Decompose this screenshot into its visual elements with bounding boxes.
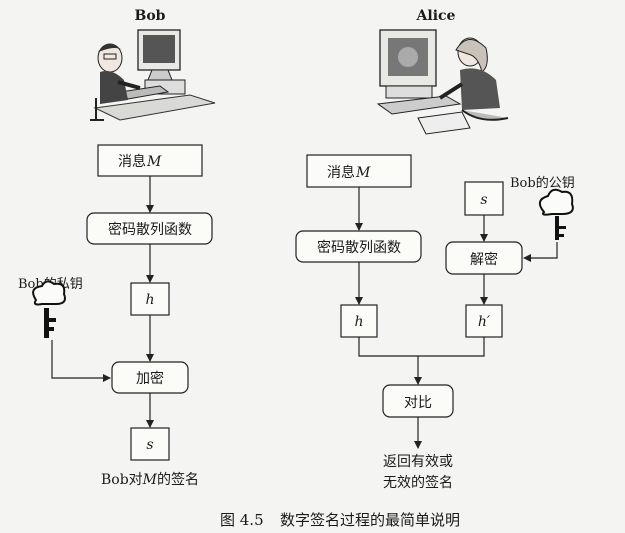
- figure-number: 图 4.5: [220, 511, 264, 529]
- bob-message-var: M: [146, 154, 162, 170]
- arrow-h-to-compare: [358, 337, 422, 385]
- bob-signature-box: [130, 427, 170, 461]
- alice-title: Alice: [416, 8, 456, 24]
- alice-compare-label: 对比: [404, 395, 432, 411]
- arrow-private-key-to-encrypt: [51, 340, 111, 382]
- alice-public-key-label: Bob的公钥: [510, 175, 575, 191]
- figure-caption: 数字签名过程的最简单说明: [280, 511, 460, 529]
- alice-signature-label: s: [480, 192, 487, 208]
- alice-message-box: [306, 154, 412, 188]
- bob-encrypt-label: 加密: [136, 370, 164, 387]
- line-hprime-to-compare: [418, 337, 485, 357]
- bob-computer-illustration: [90, 29, 216, 121]
- alice-message-label: 消息: [327, 164, 355, 181]
- bob-hash-value-label: h: [145, 292, 154, 308]
- alice-hash-value-label: h: [354, 314, 363, 330]
- alice-result-line1: 返回有效或: [383, 454, 453, 470]
- arrow-public-key-to-decrypt: [523, 242, 558, 262]
- alice-decrypt-label: 解密: [470, 251, 498, 268]
- alice-hash-function-label: 密码散列函数: [317, 239, 401, 256]
- alice-decrypted-hash-label: h′: [478, 314, 491, 330]
- private-key-icon: [32, 280, 66, 338]
- alice-computer-illustration: [376, 29, 509, 135]
- bob-message-box: [97, 144, 203, 177]
- public-key-icon: [538, 188, 574, 240]
- bob-output-label: Bob对M的签名: [101, 471, 199, 488]
- alice-decrypted-hash-box: [465, 304, 503, 338]
- bob-hash-function-label: 密码散列函数: [108, 221, 192, 238]
- alice-result-line2: 无效的签名: [383, 474, 453, 491]
- bob-message-label: 消息: [118, 153, 146, 170]
- bob-title: Bob: [135, 8, 166, 24]
- alice-signature-box: [464, 181, 504, 216]
- bob-hash-value-box: [130, 282, 170, 316]
- bob-signature-label: s: [146, 437, 153, 453]
- alice-message-var: M: [355, 165, 371, 181]
